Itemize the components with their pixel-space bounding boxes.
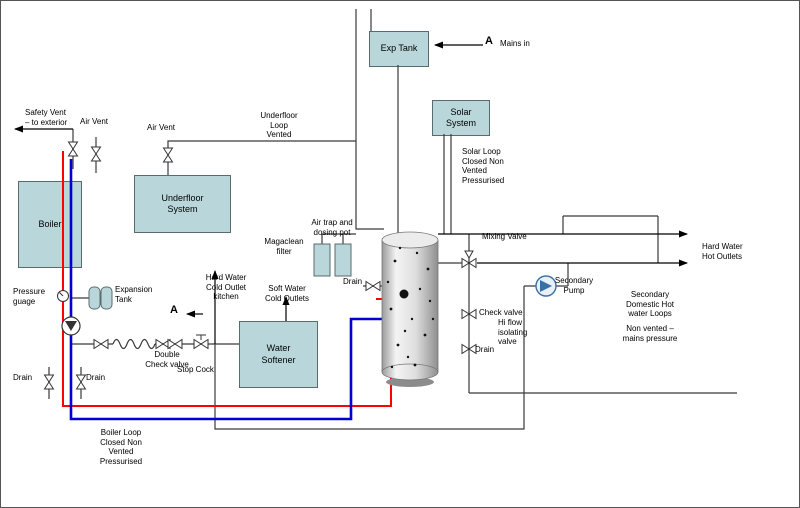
stop-cock-handle (196, 334, 206, 340)
cylinder-drain-valve-icon (365, 281, 381, 291)
water-softener-label: Water Softener (261, 343, 296, 365)
magnaclean-filter-vessel (313, 243, 331, 277)
expansion-tank-icon (88, 286, 113, 310)
solar-system-box: Solar System (432, 100, 490, 136)
dosing-pot-vessel (334, 243, 352, 277)
check-valve-label: Check valve (479, 308, 523, 317)
vent-pipe-left (355, 9, 384, 230)
underfloor-loop-label: Underfloor Loop Vented (260, 111, 298, 140)
air-vent-valve-icon (91, 146, 101, 162)
mains-in-label: Mains in (500, 39, 530, 48)
underfloor-system-box: Underfloor System (134, 175, 231, 233)
pressure-gauge-label: Pressure guage (13, 287, 46, 306)
boiler-loop-label: Boiler Loop Closed Non Vented Pressurise… (99, 428, 143, 466)
underfloor-vent-pipe (167, 140, 356, 175)
exp-tank-box: Exp Tank (369, 31, 429, 67)
drain-valve-right-icon (76, 374, 86, 390)
boiler-pump-icon (61, 316, 81, 336)
non-vented-label: Non vented – mains pressure (622, 324, 678, 343)
hi-flow-label: Hi flow isolating valve (498, 318, 528, 347)
mixing-valve-stem (464, 250, 474, 260)
air-trap-label: Air trap and dosing pot (311, 218, 353, 237)
flexible-coil (112, 338, 156, 350)
black-pipes (48, 9, 737, 430)
water-softener-box: Water Softener (239, 321, 318, 388)
hot-water-cylinder (381, 231, 439, 387)
air-vent-left-label: Air Vent (80, 117, 109, 126)
underfloor-system-label: Underfloor System (161, 192, 204, 214)
secondary-pump-icon (535, 275, 557, 297)
safety-vent-valve-icon (68, 141, 78, 157)
magnaclean-label: Magaclean filter (264, 237, 304, 256)
pressure-gauge-icon (57, 290, 69, 302)
boiler-label: Boiler (38, 218, 62, 229)
drain-right-label: Drain (475, 345, 495, 354)
secondary-loop-pipe (562, 215, 659, 263)
mixing-valve-label: Mixing Valve (482, 232, 527, 241)
cylinder-drain-label: Drain (343, 277, 363, 286)
safety-vent-label: Safety Vent – to exterior (25, 108, 68, 127)
dosing-pot-connectors (321, 233, 356, 244)
drain-left-1-label: Drain (13, 373, 33, 382)
point-a-label: A (170, 304, 178, 316)
stop-cock-icon (193, 339, 209, 349)
hard-water-hot-label: Hard Water Hot Outlets (702, 242, 743, 261)
solar-system-label: Solar System (445, 106, 476, 128)
arrows (14, 41, 688, 344)
solar-loop-label: Solar Loop Closed Non Vented Pressurised (462, 147, 505, 185)
mains-in-letter: A (485, 35, 493, 47)
flow-pipe-red (62, 151, 392, 407)
drain-valve-left-icon (44, 374, 54, 390)
hard-water-cold-label: Hard Water Cold Outlet kitchen (205, 273, 247, 302)
secondary-domestic-label: Secondary Domestic Hot water Loops (625, 290, 674, 319)
drain-left-2-label: Drain (86, 373, 106, 382)
stop-cock-label: Stop Cock (177, 365, 214, 374)
double-check-label: Double Check valve (145, 350, 189, 369)
expansion-tank-label: Expansion Tank (115, 285, 153, 304)
cylinder-spots (386, 246, 435, 369)
secondary-pump-label: Secondary Pump (554, 276, 594, 295)
soft-water-cold-label: Soft Water Cold Outlets (264, 284, 310, 303)
mains-cold-pipe (214, 286, 525, 430)
double-check-valve-icon-2 (167, 339, 183, 349)
underfloor-air-vent-valve-icon (163, 147, 173, 163)
filling-valve-icon (93, 339, 109, 349)
drain-stubs (48, 367, 82, 399)
exp-tank-label: Exp Tank (380, 43, 418, 54)
air-vent-mid-label: Air Vent (147, 123, 176, 132)
